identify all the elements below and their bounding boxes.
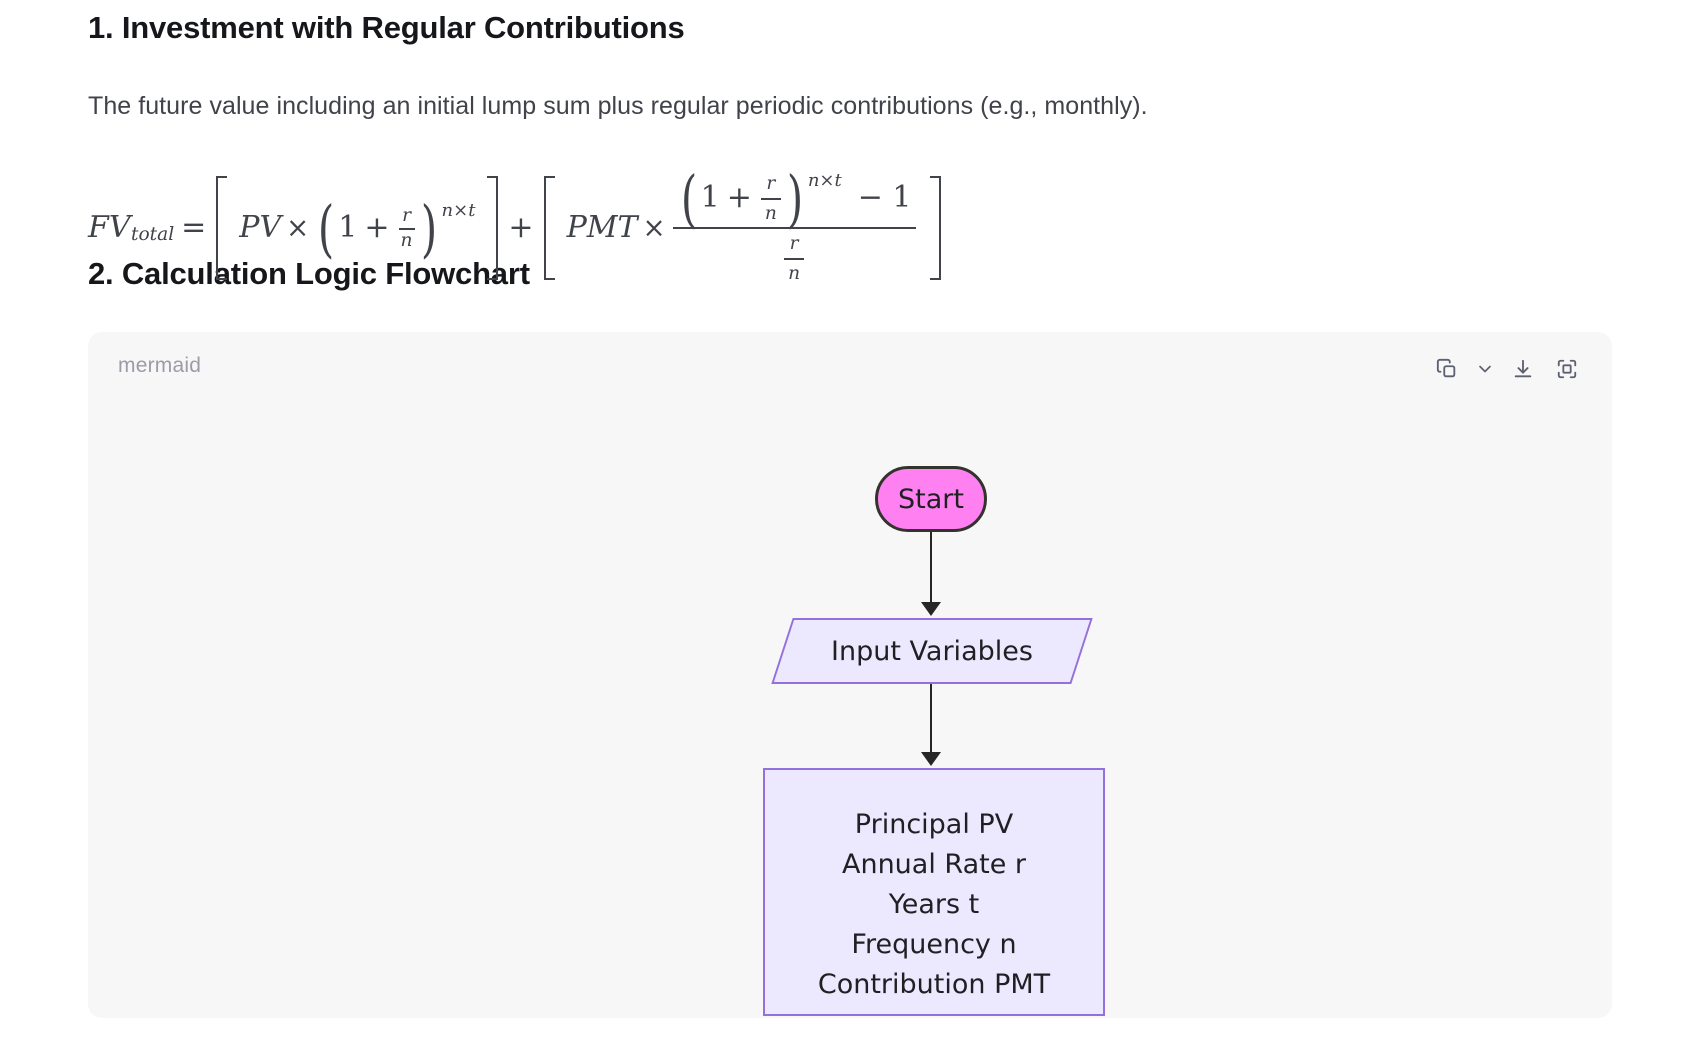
formula-term-1: PV × ( 1 + r n ) n×t [213, 175, 501, 280]
formula-lhs: FV [88, 209, 131, 245]
formula-plus-1: + [364, 209, 390, 245]
exponent-times: × [453, 199, 469, 221]
fraction-r-over-n-1: r n [398, 205, 415, 252]
paren-open-1: ( [318, 192, 335, 265]
flow-node-variables-line: Contribution PMT [817, 969, 1051, 1001]
flow-node-start-label: Start [898, 483, 964, 515]
mermaid-code-panel: mermaid [88, 332, 1612, 1019]
fraction-denominator: n [400, 230, 413, 252]
fraction-numerator: r [766, 172, 776, 194]
fraction-r-over-n-2: r n [760, 172, 781, 224]
section-2-heading: 2. Calculation Logic Flowchart [88, 255, 530, 291]
flow-node-input-label: Input Variables [831, 635, 1033, 667]
fraction-r-over-n-3: r n [784, 232, 805, 284]
formula-plus-2: + [726, 180, 752, 216]
flow-node-variables-list[interactable]: Principal PV Annual Rate r Years t Frequ… [763, 768, 1105, 1017]
right-bracket-1 [485, 175, 501, 280]
flow-node-input-variables[interactable]: Input Variables [771, 618, 1093, 685]
fraction-numerator: r [789, 232, 799, 254]
flow-edge-start-to-input [930, 532, 932, 607]
exponent-n: n [807, 169, 820, 191]
flow-arrowhead-2 [921, 752, 941, 767]
formula-one-1: 1 [338, 209, 358, 245]
formula-times-2: × [642, 211, 666, 244]
fraction-bar [398, 227, 415, 230]
fraction-denominator: n [764, 202, 777, 224]
annuity-numerator: ( 1 + r n ) n×t − 1 [673, 163, 916, 236]
formula-outer-plus: + [508, 209, 534, 245]
exponent-t: t [468, 199, 476, 221]
formula-times-1: × [286, 211, 310, 244]
annuity-fraction: ( 1 + r n ) n×t − 1 [672, 163, 916, 283]
left-bracket-1 [213, 175, 229, 280]
flowchart-canvas: Start Input Variables Principal PV Annua… [88, 396, 1612, 1017]
chevron-down-icon[interactable] [1472, 350, 1498, 388]
flow-node-variables-line: Principal PV [854, 809, 1014, 841]
formula-minus-one: − 1 [857, 180, 912, 216]
flow-node-variables-line: Annual Rate r [841, 849, 1027, 881]
formula-equals: = [181, 209, 207, 245]
section-1-heading: 1. Investment with Regular Contributions [88, 10, 685, 45]
fraction-bar [760, 197, 781, 200]
exponent-n: n [441, 199, 454, 221]
formula-pv: PV [239, 209, 282, 245]
flow-arrowhead-1 [921, 602, 941, 617]
flow-edge-input-to-vars [930, 684, 932, 757]
download-icon[interactable] [1504, 350, 1542, 388]
exponent-times: × [819, 169, 835, 191]
fraction-denominator: n [788, 262, 801, 284]
right-bracket-2 [928, 175, 944, 280]
formula-term-2: PMT × ( 1 + r n ) [541, 163, 944, 283]
exponent-2: n×t [808, 171, 842, 191]
paren-close-1: ) [420, 192, 437, 265]
formula-pmt: PMT [566, 209, 638, 245]
formula-one-2: 1 [700, 180, 720, 216]
fraction-bar [784, 257, 805, 260]
flow-node-start[interactable]: Start [875, 466, 987, 533]
annuity-denominator: r n [778, 233, 810, 283]
copy-icon[interactable] [1428, 350, 1466, 388]
expand-icon[interactable] [1548, 350, 1586, 388]
paren-close-2: ) [786, 163, 803, 236]
paren-open-2: ( [680, 163, 697, 236]
left-bracket-2 [541, 175, 557, 280]
fraction-numerator: r [402, 205, 411, 227]
exponent-1: n×t [441, 199, 476, 221]
flow-node-variables-line: Years t [888, 889, 980, 921]
annuity-fraction-bar [672, 226, 916, 229]
formula-lhs-subscript: total [130, 224, 175, 246]
exponent-t: t [834, 169, 842, 191]
section-1-paragraph: The future value including an initial lu… [88, 92, 1148, 121]
panel-header: mermaid [88, 332, 1612, 396]
flow-node-variables-line: Frequency n [851, 929, 1017, 961]
panel-language-label: mermaid [118, 354, 202, 378]
panel-toolbar [1428, 350, 1586, 388]
